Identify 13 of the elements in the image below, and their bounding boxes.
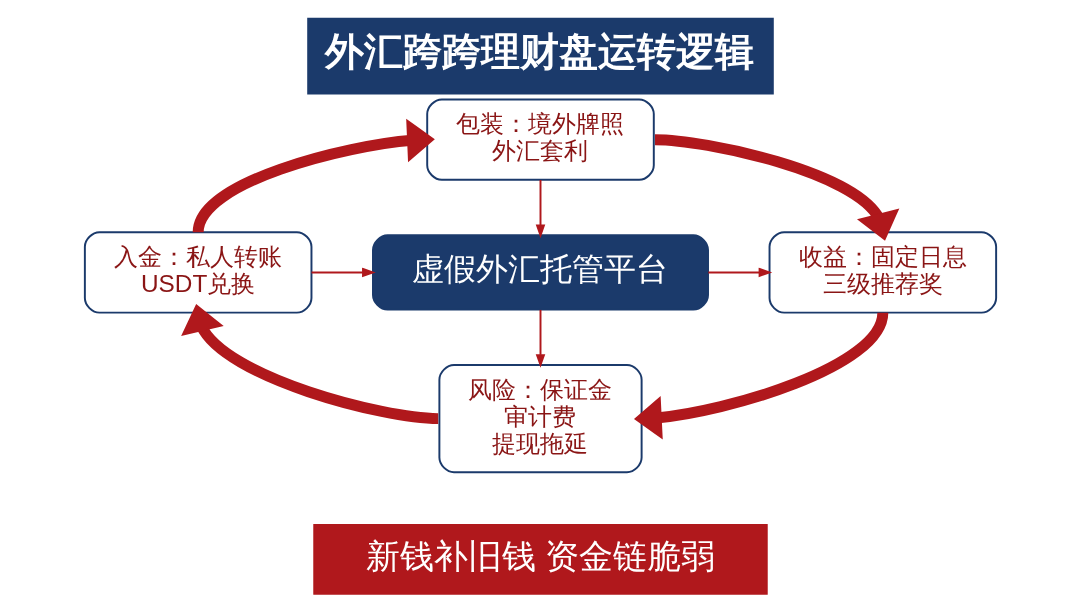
- arrow: [535, 308, 545, 368]
- node-box: 收益：固定日息 三级推荐奖: [768, 231, 997, 314]
- arrow: [535, 179, 545, 239]
- arrow: [706, 267, 772, 278]
- arrow: [654, 134, 899, 241]
- caption: 新钱补旧钱 资金链脆弱: [365, 536, 715, 575]
- node-box: 风险：保证金 审计费 提现拖延: [437, 364, 643, 474]
- node-box: 入金：私人转账 USDT兑换: [83, 231, 312, 314]
- arrow: [180, 304, 438, 425]
- arrow: [310, 267, 376, 278]
- diagram-title: 外汇跨跨理财盘运转逻辑: [324, 30, 754, 74]
- node-box: 包装：境外牌照 外汇套利: [425, 98, 655, 181]
- node-box: 虚假外汇托管平台: [371, 234, 709, 311]
